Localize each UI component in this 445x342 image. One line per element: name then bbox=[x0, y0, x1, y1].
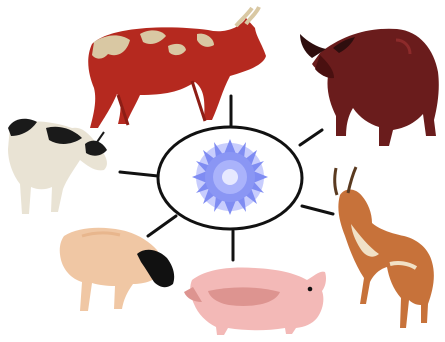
sheep-illustration bbox=[60, 228, 174, 311]
pig-illustration bbox=[184, 268, 326, 336]
connector-goat bbox=[120, 172, 158, 176]
antelope-illustration bbox=[335, 167, 434, 328]
connector-buffalo bbox=[300, 130, 322, 145]
connector-sheep bbox=[148, 216, 176, 236]
connector-antelope bbox=[302, 206, 333, 214]
cattle-illustration bbox=[88, 7, 266, 128]
central-hub bbox=[158, 127, 302, 229]
goat-illustration bbox=[8, 119, 107, 214]
virus-icon bbox=[192, 139, 268, 215]
buffalo-illustration bbox=[300, 29, 439, 146]
